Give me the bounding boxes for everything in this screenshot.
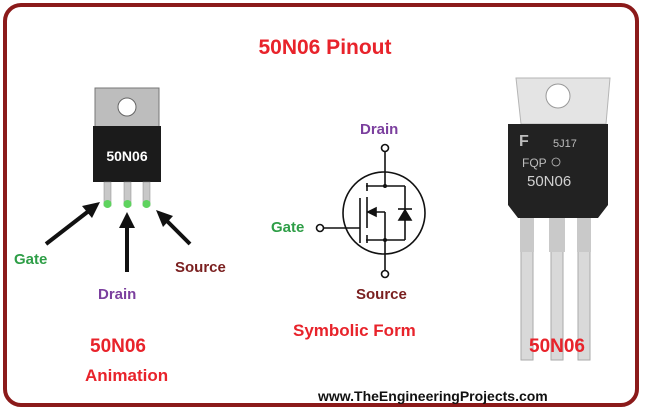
photo-body: [508, 124, 608, 218]
drain-arrow-head: [119, 212, 135, 228]
source-label: Source: [175, 259, 226, 276]
photo-pin-3-wide: [577, 216, 591, 252]
pin-dot-drain: [123, 200, 132, 208]
photo-marking-2: FQP: [522, 156, 547, 170]
body-diode: [397, 208, 413, 221]
photo-caption: 50N06: [529, 336, 585, 357]
symbol-drain-label: Drain: [360, 121, 399, 138]
photo-pin-2-wide: [549, 216, 565, 252]
channel-arrow: [366, 206, 377, 218]
source-terminal: [380, 269, 390, 279]
chip-label: 50N06: [106, 148, 147, 164]
pointer-arrows: [44, 202, 192, 272]
drain-terminal: [380, 143, 390, 153]
gate-terminal: [315, 223, 325, 233]
photo-marking-1: 5J17: [553, 138, 577, 150]
symbol-gate-label: Gate: [271, 219, 305, 236]
chip-illustration: 50N06: [93, 87, 161, 208]
photo-marking-3: 50N06: [527, 173, 571, 190]
gate-label: Gate: [14, 251, 48, 268]
photo-mounting-hole: [545, 83, 571, 109]
photo-pin-1-wide: [520, 216, 534, 252]
mosfet-circle: [342, 171, 426, 255]
gate-arrow-head: [82, 202, 100, 218]
chip-body: [93, 126, 161, 182]
source-arrow-head: [156, 210, 173, 227]
symbol-source-label: Source: [356, 286, 407, 303]
symbol-caption: Symbolic Form: [293, 321, 416, 340]
brand-logo-f: F: [519, 133, 529, 150]
pin-dot-source: [142, 200, 151, 208]
registered-mark: [551, 157, 561, 167]
animation-caption-line1: 50N06: [90, 336, 146, 357]
chip-mounting-hole: [117, 97, 137, 117]
pin-dot-gate: [103, 200, 112, 208]
footer-url: www.TheEngineeringProjects.com: [318, 388, 548, 404]
device-photo: F 5J17 FQP 50N06: [508, 77, 611, 361]
page-title: 50N06 Pinout: [258, 36, 392, 59]
animation-caption-line2: Animation: [85, 366, 169, 385]
mosfet-symbol: [315, 143, 426, 279]
drain-label: Drain: [98, 286, 137, 303]
